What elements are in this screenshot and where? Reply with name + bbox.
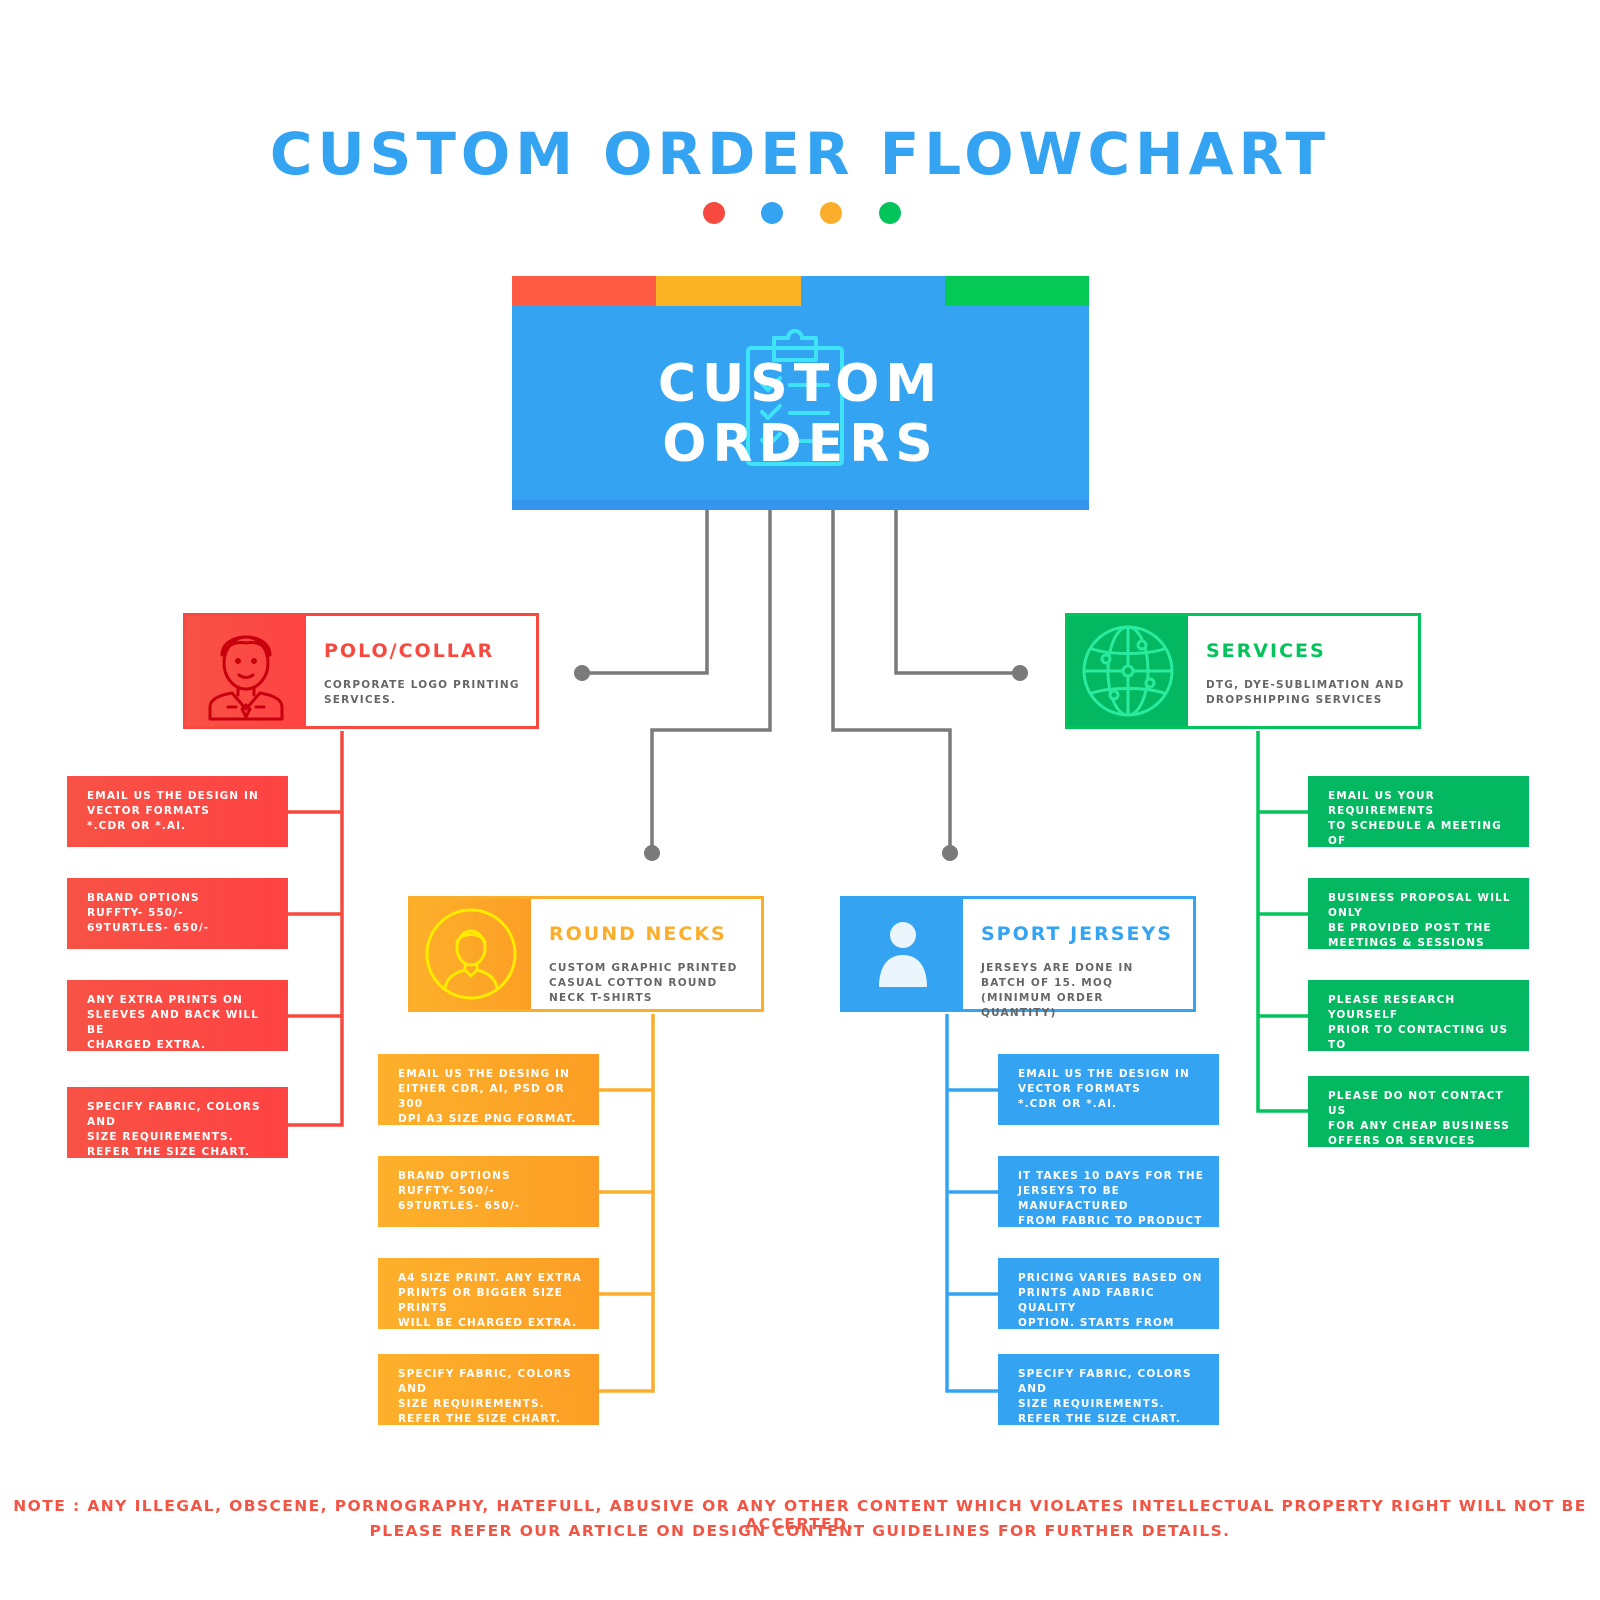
sport-jerseys-step-2: IT TAKES 10 DAYS FOR THE JERSEYS TO BE M… xyxy=(998,1156,1219,1227)
header-title: CUSTOM ORDERS xyxy=(657,354,944,474)
header-shade xyxy=(512,500,1089,510)
page-title: CUSTOM ORDER FLOWCHART xyxy=(269,120,1331,188)
globe-network-icon xyxy=(1082,625,1174,717)
category-services: SERVICES DTG, DYE-SUBLIMATION AND DROPSH… xyxy=(1065,613,1421,729)
person-circle-icon xyxy=(425,908,517,1000)
round-necks-description: CUSTOM GRAPHIC PRINTED CASUAL COTTON ROU… xyxy=(549,962,738,1004)
polo-step-3: ANY EXTRA PRINTS ON SLEEVES AND BACK WIL… xyxy=(67,980,288,1051)
connector-end-polo xyxy=(574,665,590,681)
tree-line-sport-jerseys xyxy=(945,1014,1000,1393)
polo-title: POLO/COLLAR xyxy=(324,640,495,662)
round-necks-title: ROUND NECKS xyxy=(549,923,727,945)
polo-step-1: EMAIL US THE DESIGN IN VECTOR FORMATS *.… xyxy=(67,776,288,847)
connector-end-services xyxy=(1012,665,1028,681)
services-step-2: BUSINESS PROPOSAL WILL ONLY BE PROVIDED … xyxy=(1308,878,1529,949)
connector-round-necks xyxy=(650,510,772,853)
green-dot xyxy=(879,202,901,224)
header-strip-orange xyxy=(656,276,801,306)
polo-description: CORPORATE LOGO PRINTING SERVICES. xyxy=(324,679,520,706)
services-step-4: PLEASE DO NOT CONTACT US FOR ANY CHEAP B… xyxy=(1308,1076,1529,1147)
connector-services xyxy=(894,510,1020,675)
services-icon-box xyxy=(1068,616,1188,726)
services-step-1: EMAIL US YOUR REQUIREMENTS TO SCHEDULE A… xyxy=(1308,776,1529,862)
blue-dot xyxy=(761,202,783,224)
round-necks-step-4: SPECIFY FABRIC, COLORS AND SIZE REQUIREM… xyxy=(378,1354,599,1425)
tree-line-services xyxy=(1256,731,1310,1113)
sport-jerseys-icon-box xyxy=(843,899,963,1009)
category-round-necks: ROUND NECKS CUSTOM GRAPHIC PRINTED CASUA… xyxy=(408,896,764,1012)
note-line-1: NOTE : ANY ILLEGAL, OBSCENE, PORNOGRAPHY… xyxy=(13,1497,1587,1533)
businessman-icon xyxy=(208,635,284,721)
category-sport-jerseys: SPORT JERSEYS JERSEYS ARE DONE IN BATCH … xyxy=(840,896,1196,1019)
custom-orders-header: CUSTOM ORDERS xyxy=(512,276,1089,510)
clipboard-checklist-icon xyxy=(746,329,844,466)
round-necks-icon-box xyxy=(411,899,531,1009)
category-polo-collar: POLO/COLLAR CORPORATE LOGO PRINTING SERV… xyxy=(183,613,539,729)
sport-jerseys-description: JERSEYS ARE DONE IN BATCH OF 15. MOQ (MI… xyxy=(981,962,1134,1019)
connector-polo xyxy=(582,510,709,675)
connector-end-sport-jerseys xyxy=(942,845,958,861)
sport-jerseys-title: SPORT JERSEYS xyxy=(981,923,1173,945)
tree-line-polo xyxy=(288,731,344,1127)
polo-icon-box xyxy=(186,616,306,726)
round-necks-step-3: A4 SIZE PRINT. ANY EXTRA PRINTS OR BIGGE… xyxy=(378,1258,599,1329)
red-dot xyxy=(703,202,725,224)
sport-jerseys-step-1: EMAIL US THE DESIGN IN VECTOR FORMATS *.… xyxy=(998,1054,1219,1125)
sport-jerseys-step-4: SPECIFY FABRIC, COLORS AND SIZE REQUIREM… xyxy=(998,1354,1219,1425)
services-title: SERVICES xyxy=(1206,640,1326,662)
connector-end-round-necks xyxy=(644,845,660,861)
polo-step-2: BRAND OPTIONS RUFFTY- 550/- 69TURTLES- 6… xyxy=(67,878,288,949)
tree-line-round-necks xyxy=(598,1014,655,1393)
header-strip-red xyxy=(512,276,657,306)
sport-jerseys-step-3: PRICING VARIES BASED ON PRINTS AND FABRI… xyxy=(998,1258,1219,1344)
services-description: DTG, DYE-SUBLIMATION AND DROPSHIPPING SE… xyxy=(1206,679,1405,706)
round-necks-step-1: EMAIL US THE DESING IN EITHER CDR, AI, P… xyxy=(378,1054,599,1125)
services-step-3: PLEASE RESEARCH YOURSELF PRIOR TO CONTAC… xyxy=(1308,980,1529,1081)
header-strip-green xyxy=(944,276,1089,306)
header-strip-blue xyxy=(800,276,945,306)
connector-sport-jerseys xyxy=(831,510,952,853)
round-necks-step-2: BRAND OPTIONS RUFFTY- 500/- 69TURTLES- 6… xyxy=(378,1156,599,1227)
user-silhouette-icon xyxy=(879,922,927,987)
orange-dot xyxy=(820,202,842,224)
note-line-2: PLEASE REFER OUR ARTICLE ON DESIGN CONTE… xyxy=(369,1522,1231,1540)
polo-step-4: SPECIFY FABRIC, COLORS AND SIZE REQUIREM… xyxy=(67,1087,288,1158)
